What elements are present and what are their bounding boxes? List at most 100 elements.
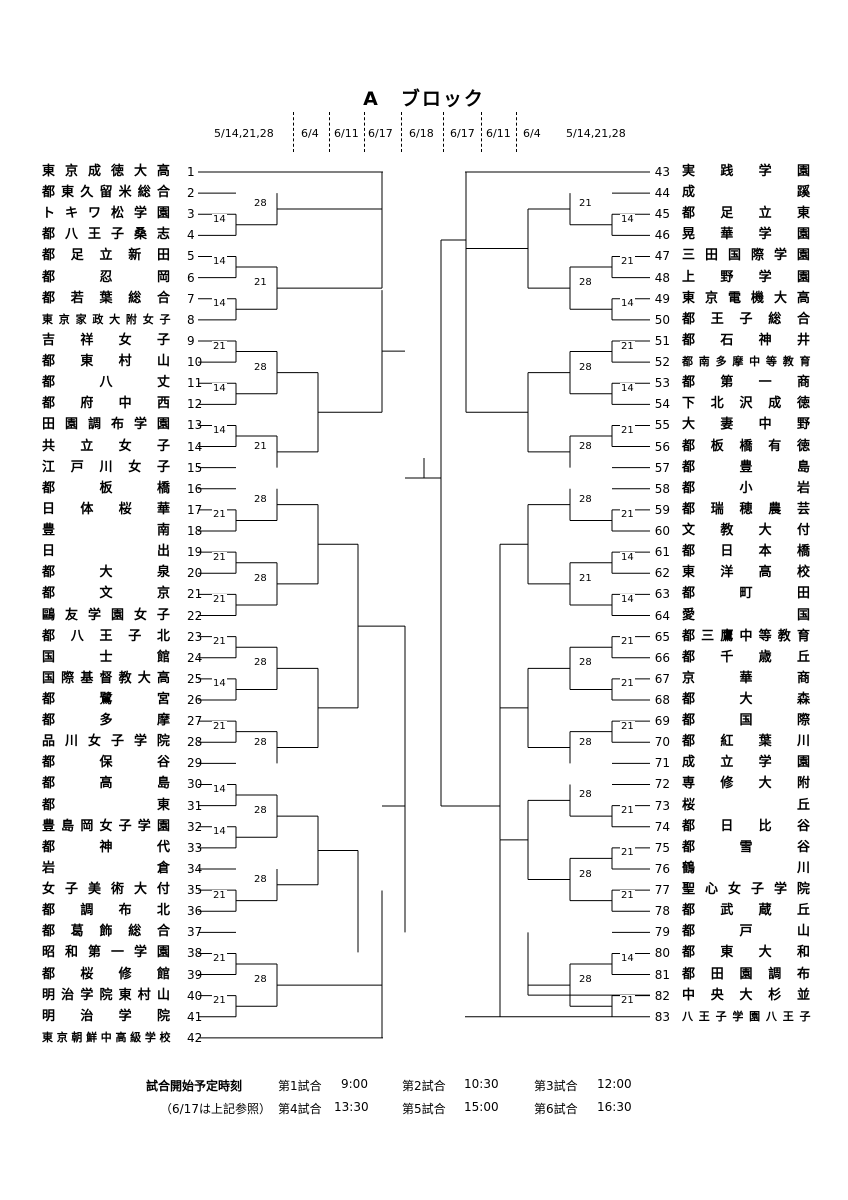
team-name-char: 都: [42, 839, 56, 855]
seed-number: 48: [654, 270, 670, 285]
team-name: 都葛飾総合: [42, 922, 170, 942]
team-name-char: 橋: [796, 544, 810, 560]
match-number-label: 14: [620, 953, 635, 965]
team-name-char: 多: [99, 713, 113, 729]
seed-number: 12: [187, 397, 203, 412]
seed-number: 4: [187, 228, 195, 243]
match-number-label: 28: [253, 361, 268, 374]
seed-number: 50: [654, 312, 670, 327]
team-name-char: 和: [796, 945, 810, 961]
team-name-char: 成: [682, 185, 696, 201]
seed-number: 19: [187, 545, 203, 560]
team-name-char: 立: [80, 438, 94, 454]
team-name-char: 付: [156, 882, 170, 898]
team-name-char: 岡: [156, 269, 170, 285]
team-name-char: 東: [720, 945, 734, 961]
team-name-char: 治: [80, 1008, 94, 1024]
match-number-label: 21: [212, 953, 227, 965]
team-name-char: 高: [156, 670, 170, 686]
team-name-char: 明: [42, 987, 56, 1003]
match-number-label: 14: [212, 826, 227, 839]
team-name-char: 大: [758, 945, 772, 961]
team-name-char: 都: [682, 839, 696, 855]
team-name-char: 園: [796, 269, 810, 285]
team-name: 東京朝鮮中高級学校: [42, 1028, 170, 1048]
team-name-char: 東: [61, 185, 75, 201]
team-name: 都東久留米総合: [42, 183, 170, 203]
seed-number: 61: [654, 545, 670, 560]
team-name-char: 高: [99, 776, 113, 792]
match-number-label: 21: [212, 995, 227, 1008]
team-name-char: 都: [42, 776, 56, 792]
team-name-char: 学: [133, 945, 147, 961]
team-name-char: 八: [70, 628, 84, 644]
team-name-char: 杉: [768, 987, 782, 1003]
team-name-char: 都: [682, 375, 696, 391]
team-name-char: 女: [118, 332, 132, 348]
team-name-char: 東: [682, 565, 696, 581]
team-name-char: 京: [64, 164, 78, 179]
team-name-char: 子: [110, 227, 124, 243]
team-name-char: 鶴: [682, 860, 696, 876]
team-name: 都王子総合: [682, 310, 810, 330]
team-name: 東京電機大高: [682, 289, 810, 309]
team-name-char: 松: [110, 206, 124, 222]
team-name-char: 文: [682, 523, 696, 539]
team-name-char: 谷: [156, 755, 170, 771]
team-name: 女子美術大付: [42, 880, 170, 900]
team-name-char: 神: [99, 839, 113, 855]
team-name-char: 際: [61, 670, 75, 686]
team-name: 都文京: [42, 584, 170, 604]
team-name: 都板橋有徳: [682, 437, 810, 457]
team-name-char: 新: [128, 248, 142, 264]
team-name-char: 日: [720, 818, 734, 834]
team-name-char: 教: [720, 523, 734, 539]
team-name: 都足立新田: [42, 246, 170, 266]
team-name-char: 調: [87, 417, 101, 433]
team-name-char: 美: [87, 882, 101, 898]
team-name: 都武蔵丘: [682, 901, 810, 921]
seed-number: 24: [187, 650, 203, 665]
team-name-char: 館: [156, 966, 170, 982]
team-name-char: 祥: [80, 332, 94, 348]
team-name-char: 田: [710, 966, 724, 982]
team-name-char: 日: [42, 544, 56, 560]
team-name-char: 上: [682, 269, 696, 285]
team-name-char: 板: [710, 438, 724, 454]
team-name-char: 校: [796, 565, 810, 581]
schedule-label: 試合開始予定時刻: [146, 1079, 243, 1093]
team-name-char: 妻: [720, 417, 734, 433]
team-name-char: 野: [720, 269, 734, 285]
team-name-char: 修: [720, 776, 734, 792]
team-name-char: 高: [156, 164, 170, 179]
team-name-char: 都: [682, 649, 696, 665]
date-round3-right: 6/11: [486, 127, 511, 140]
seed-number: 20: [187, 566, 203, 581]
team-name-char: 鷗: [42, 607, 56, 623]
team-name-char: 女: [118, 438, 132, 454]
match-number-label: 21: [212, 551, 227, 564]
team-name-char: 都: [682, 311, 696, 327]
team-name-char: 大: [133, 882, 147, 898]
team-name-char: 千: [720, 649, 734, 665]
team-name-char: 小: [739, 480, 753, 496]
team-name: 東洋高校: [682, 563, 810, 583]
seed-number: 46: [654, 228, 670, 243]
team-name-char: 岡: [80, 818, 94, 834]
seed-number: 18: [187, 524, 203, 539]
team-name-char: 子: [64, 882, 78, 898]
team-name: 下北沢成徳: [682, 394, 810, 414]
